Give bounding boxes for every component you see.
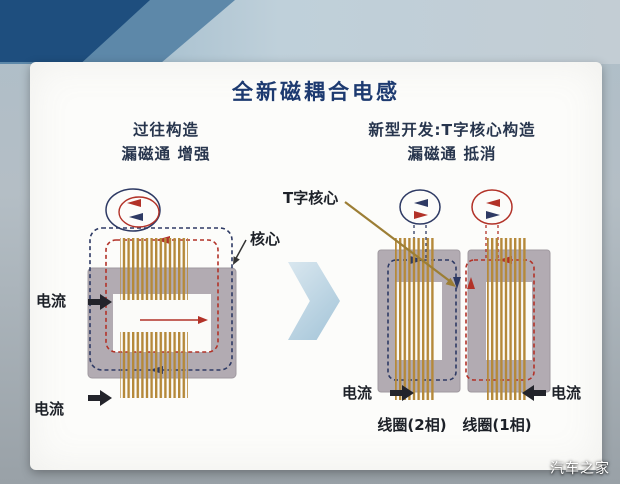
right-header-line1: 新型开发:T字核心构造 — [368, 121, 536, 139]
right-header-line2: 漏磁通 抵消 — [407, 145, 497, 163]
core-label: 核心 — [250, 230, 281, 248]
previous-structure-diagram — [87, 188, 247, 398]
left-header-line1: 过往构造 — [132, 121, 199, 139]
coil-phase1-label: 线圈(1相) — [462, 416, 532, 434]
coil-windings — [120, 238, 188, 398]
tcore-label-pointer — [344, 201, 456, 287]
leakage-flux-circle — [105, 188, 161, 232]
watermark: 汽车之家 — [550, 461, 610, 477]
current-label-right-right: 电流 — [551, 384, 582, 402]
slide-title: 全新磁耦合电感 — [232, 80, 400, 104]
current-label-left-top: 电流 — [36, 292, 67, 310]
tcore-structure-diagram — [344, 189, 551, 400]
coil-phase2-label: 线圈(2相) — [377, 416, 447, 434]
core-label-pointer — [233, 239, 247, 265]
center-cancel-arrows — [453, 277, 475, 289]
current-label-left-bottom: 电流 — [34, 400, 65, 418]
slide-card: 全新磁耦合电感 过往构造 漏磁通 增强 新型开发:T字核心构造 漏磁通 抵消 — [30, 62, 602, 470]
coil-windings — [395, 238, 527, 400]
current-label-right-left: 电流 — [342, 384, 373, 402]
tcore-label: T字核心 — [283, 189, 339, 207]
left-header-line2: 漏磁通 增强 — [121, 145, 211, 163]
